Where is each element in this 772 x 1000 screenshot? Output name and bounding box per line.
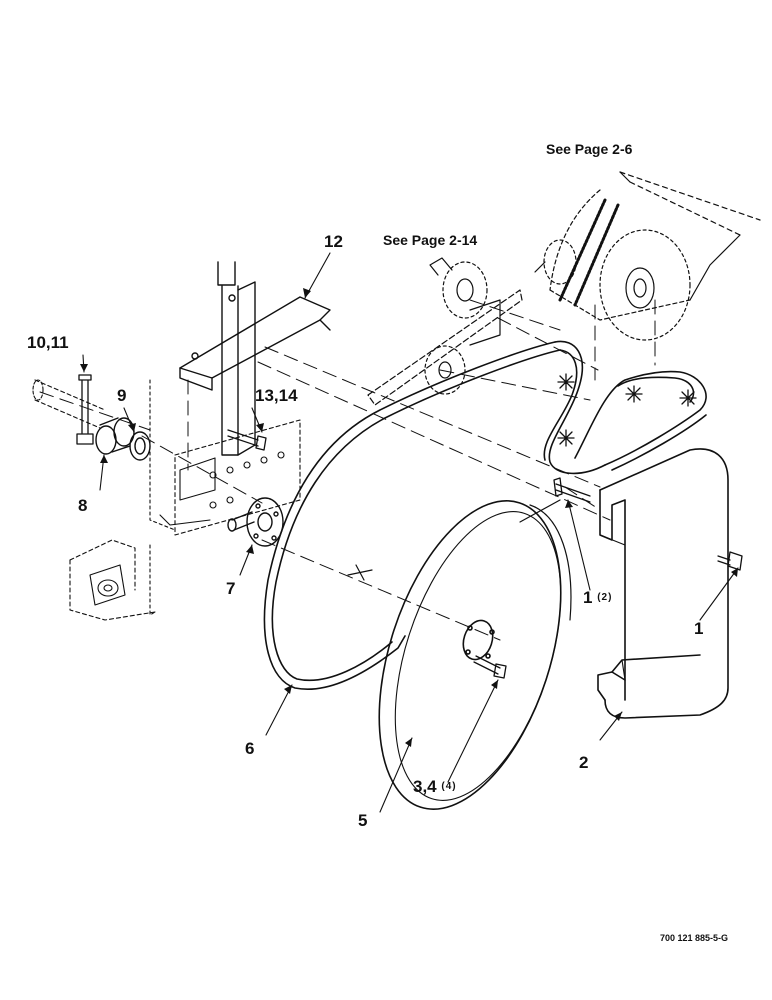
callout-5-number: 5	[358, 811, 368, 830]
washer-9	[129, 431, 151, 461]
callout-9-number: 9	[117, 386, 127, 405]
callout-1-qty: 1 (2)	[583, 589, 612, 606]
callout-1-qty-number: 1	[583, 588, 593, 607]
v-belt-6	[263, 340, 707, 690]
leader-lines	[82, 252, 739, 813]
input-shaft	[32, 379, 106, 429]
callout-3-4-quantity: (4)	[441, 781, 457, 792]
upper-gearbox	[534, 171, 761, 341]
leader-arrowheads	[80, 288, 738, 747]
callout-6-number: 6	[245, 739, 255, 758]
callout-2: 2	[579, 754, 588, 771]
callout-6: 6	[245, 740, 254, 757]
collar-8	[95, 417, 135, 455]
bolt-10-11	[76, 374, 94, 445]
callout-9: 9	[117, 387, 126, 404]
callout-8: 8	[78, 497, 87, 514]
callout-5: 5	[358, 812, 367, 829]
idler-bracket-assembly	[367, 257, 523, 406]
bolt-3-4	[473, 655, 507, 679]
callout-3-4: 3,4 (4)	[413, 778, 457, 795]
callout-7-number: 7	[226, 579, 236, 598]
callout-1-quantity: (2)	[597, 592, 613, 603]
callout-13-14: 13,14	[255, 387, 298, 404]
callout-1-number: 1	[694, 619, 704, 638]
belt-asterisk-marks	[557, 373, 697, 447]
reference-note-middle: See Page 2-14	[383, 232, 478, 248]
belt-shield-2	[597, 448, 729, 719]
callout-10-11-number: 10,11	[27, 333, 69, 352]
hub-7	[227, 497, 284, 547]
callout-8-number: 8	[78, 496, 88, 515]
bolt-13-14	[227, 429, 267, 451]
shield-bracket	[179, 261, 331, 456]
lower-gearbox	[69, 539, 156, 621]
callout-7: 7	[226, 580, 235, 597]
callout-12-number: 12	[324, 232, 343, 251]
reference-note-upper: See Page 2-6	[546, 141, 633, 157]
callout-10-11: 10,11	[27, 334, 69, 351]
bolts-1	[553, 477, 743, 571]
callout-2-number: 2	[579, 753, 589, 772]
frame-mount	[149, 379, 301, 536]
callout-13-14-number: 13,14	[255, 386, 298, 405]
document-number: 700 121 885-5-G	[660, 933, 729, 943]
callout-12: 12	[324, 233, 343, 250]
sheave-5	[347, 500, 572, 810]
callout-3-4-number: 3,4	[413, 777, 437, 796]
callout-1: 1	[694, 620, 703, 637]
